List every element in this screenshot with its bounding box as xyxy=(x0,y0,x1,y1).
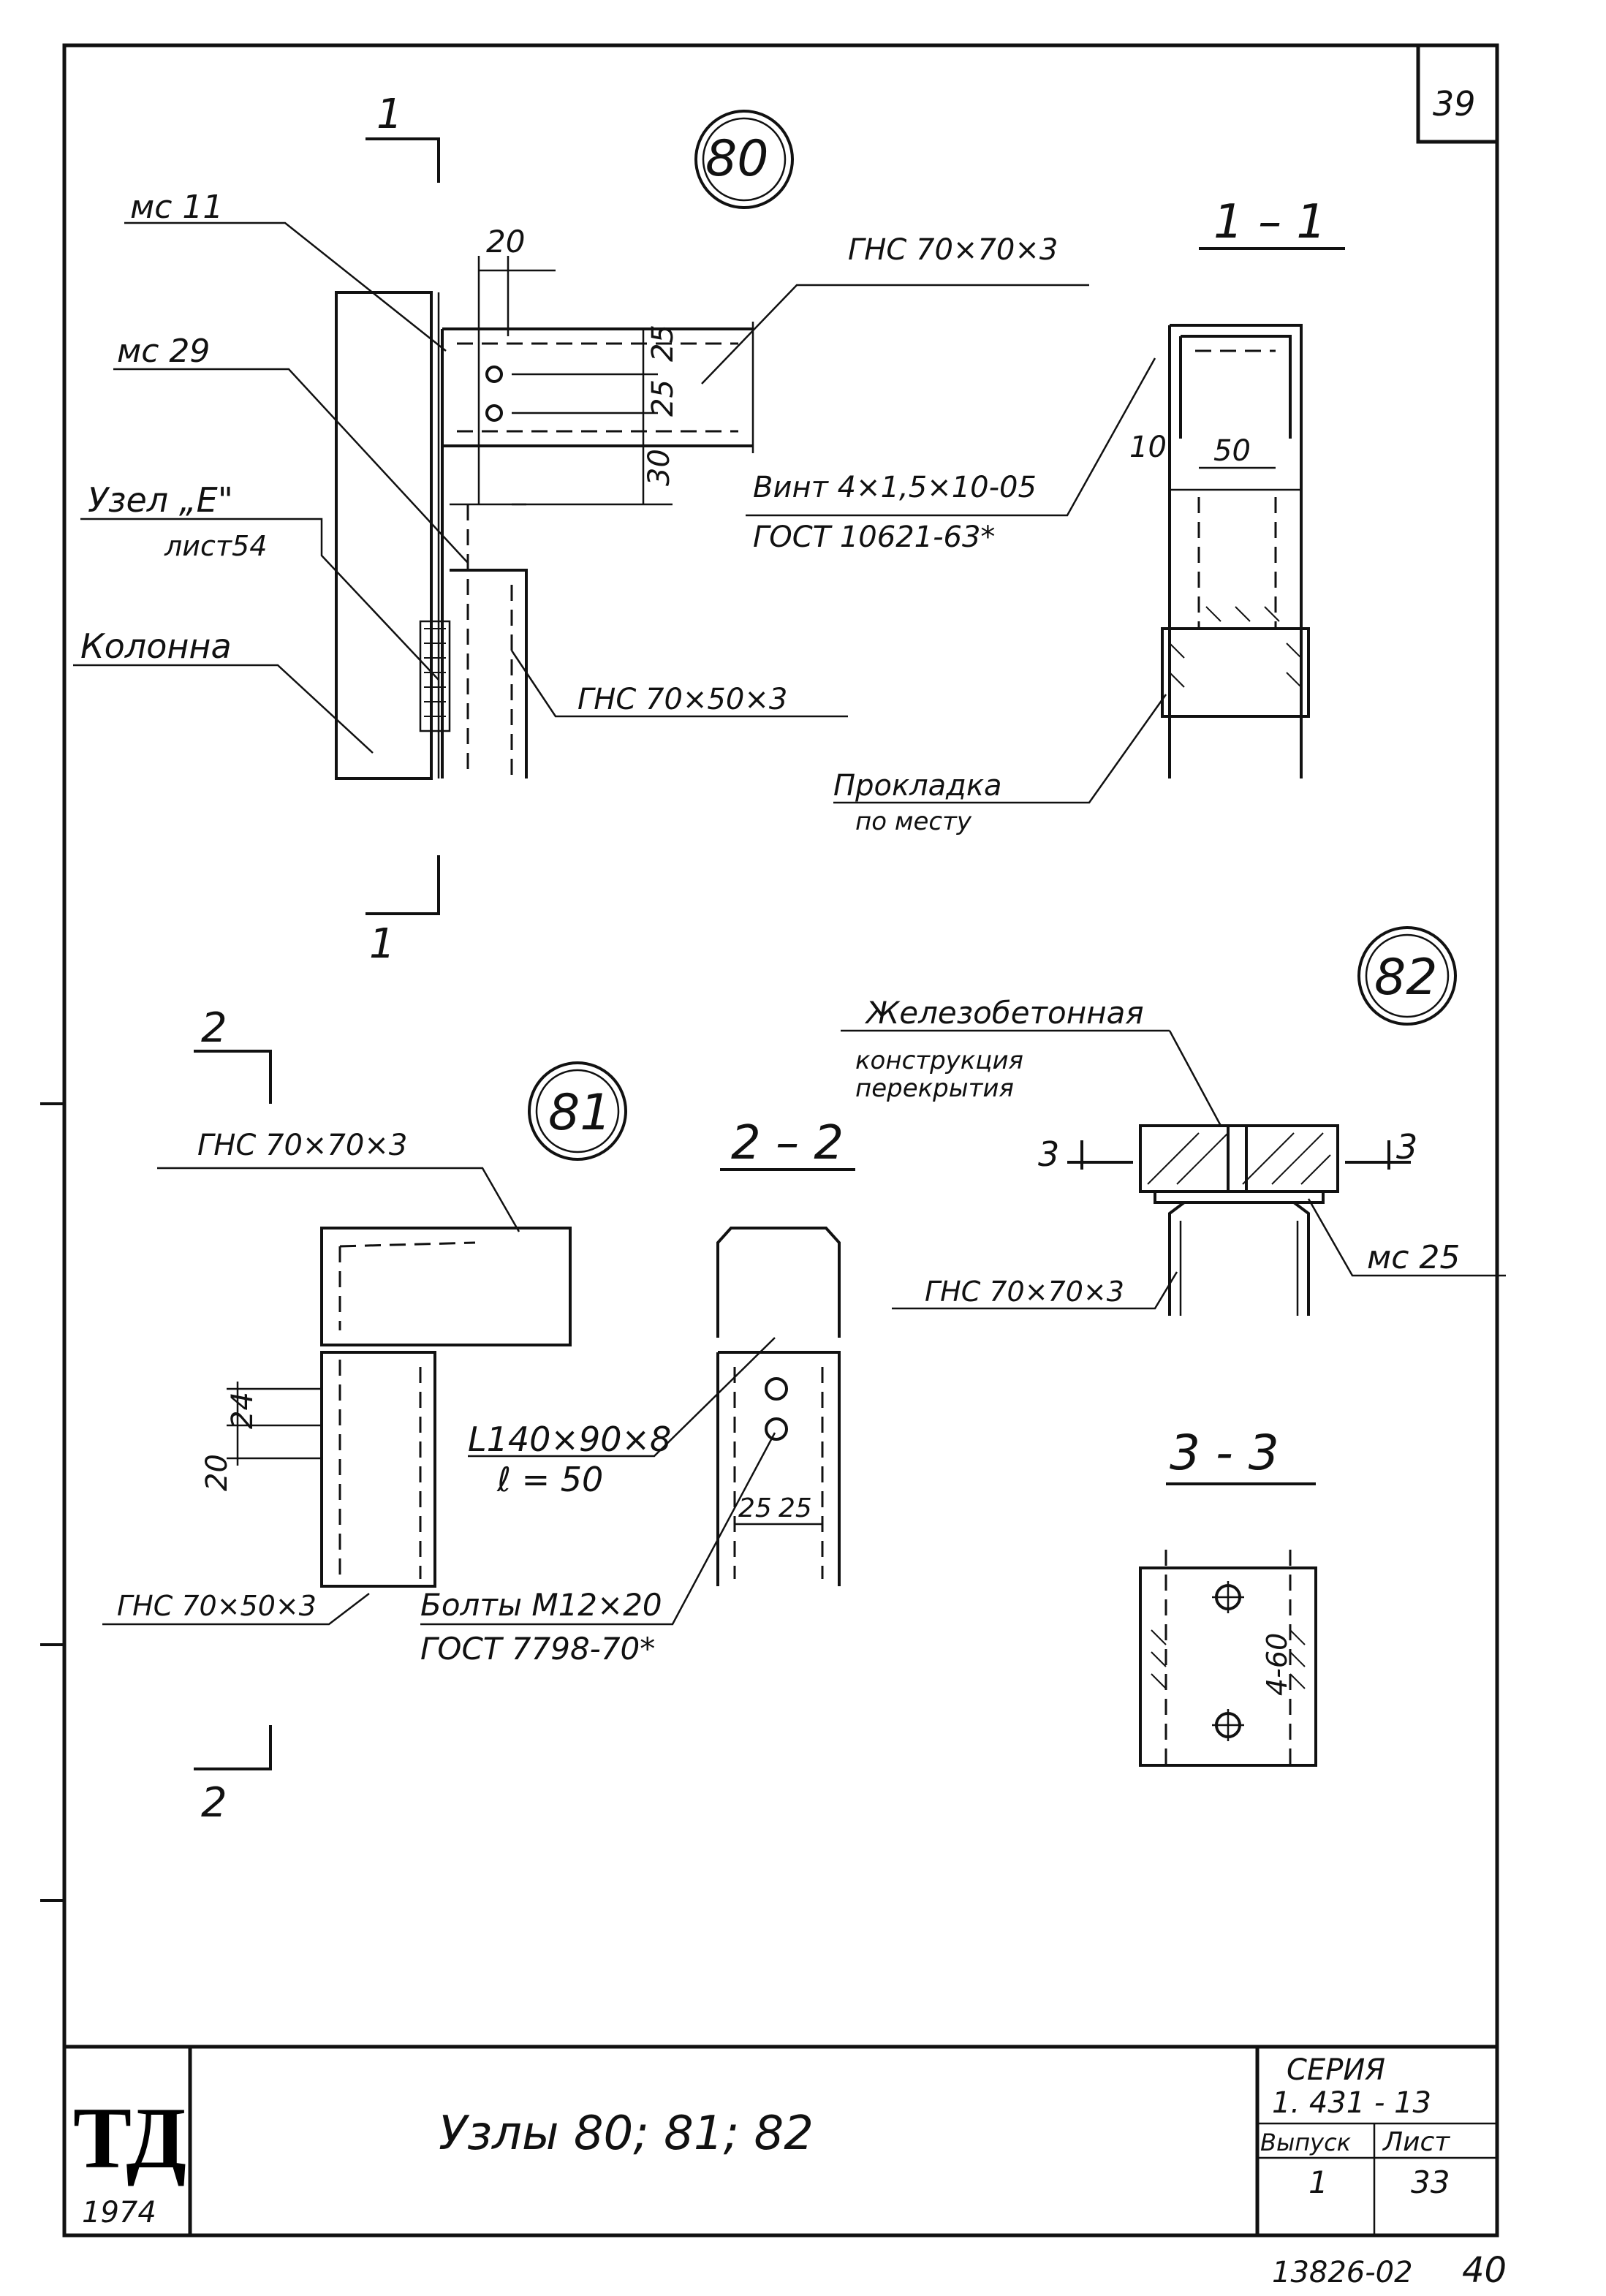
section-1-1-title: 1 – 1 xyxy=(1213,195,1326,249)
section-3-3-profile xyxy=(1139,1566,1317,1767)
drawing-title: Узлы 80; 81; 82 xyxy=(439,2107,814,2161)
sheet-value: 33 xyxy=(1411,2164,1450,2200)
issue-value: 1 xyxy=(1308,2164,1328,2200)
section-mark-2-bottom xyxy=(194,1725,272,1770)
section-mark-1-top-label: 1 xyxy=(376,91,403,138)
td-logo: ТД xyxy=(73,2089,186,2186)
section-1-1-drawing: 1 – 1 10 50 Прокладка по месту xyxy=(833,195,1345,836)
label-uzel-e: Узел „Е" xyxy=(88,480,233,520)
series-label: СЕРИЯ xyxy=(1287,2053,1385,2087)
node-82-circle xyxy=(1357,926,1457,1026)
label-zhb-line1: Железобетонная xyxy=(864,995,1144,1031)
node-80-number: 80 xyxy=(705,130,769,188)
label-angle-line1: L140×90×8 xyxy=(468,1420,671,1459)
section-mark-1-top xyxy=(365,137,440,183)
label-ghs-70x70-82: ГНС 70×70×3 xyxy=(925,1276,1124,1308)
dim-20: 20 xyxy=(486,224,525,259)
dim-4-60: 4-60 xyxy=(1261,1633,1293,1696)
dim-50: 50 xyxy=(1213,434,1251,468)
dim-25-top: 25 xyxy=(646,325,680,362)
drawing-frame xyxy=(62,43,1499,2238)
section-mark-2-bottom-label: 2 xyxy=(201,1779,227,1827)
label-mc29: мс 29 xyxy=(117,333,210,370)
section-mark-3-left: 3 xyxy=(1038,1134,1059,1174)
title-block: ТД 1974 Узлы 80; 81; 82 СЕРИЯ 1. 431 - 1… xyxy=(64,2045,1497,2235)
label-prokladka-line2: по месту xyxy=(855,807,972,836)
section-mark-1-bottom xyxy=(365,855,440,915)
dim-30: 30 xyxy=(643,449,676,486)
label-angle-line2: ℓ = 50 xyxy=(496,1460,603,1499)
label-vint-line2: ГОСТ 10621-63* xyxy=(753,520,995,554)
sheet-label: Лист xyxy=(1382,2127,1450,2157)
section-mark-2-top xyxy=(194,1050,272,1104)
archive-number: 40 xyxy=(1462,2250,1507,2291)
node-80-circle xyxy=(694,110,794,209)
section-3-3-drawing: 3 - 3 4-60 xyxy=(1139,1425,1317,1769)
label-zhb-line2: конструкция xyxy=(855,1046,1023,1075)
page-number-box xyxy=(1416,43,1499,144)
label-zhb-line3: перекрытия xyxy=(855,1074,1014,1103)
dim-25-left: 25 xyxy=(738,1493,772,1523)
label-vint-line1: Винт 4×1,5×10-05 xyxy=(753,471,1037,504)
node-81-number: 81 xyxy=(548,1084,612,1142)
label-ghs-70x70-81: ГНС 70×70×3 xyxy=(197,1129,407,1162)
node-82-number: 82 xyxy=(1374,949,1438,1007)
issue-label: Выпуск xyxy=(1260,2129,1352,2156)
dim-10: 10 xyxy=(1129,431,1167,464)
label-bolts-line1: Болты М12×20 xyxy=(420,1587,662,1623)
dim-20: 20 xyxy=(200,1454,234,1491)
node-81-drawing: 81 2 2 24 20 ГНС 70×70×3 ГНС 70×50×3 xyxy=(102,1004,627,1827)
label-prokladka-line1: Прокладка xyxy=(833,769,1002,803)
label-ghs-70x50-81: ГНС 70×50×3 xyxy=(117,1590,317,1622)
section-mark-3-right: 3 xyxy=(1396,1127,1417,1167)
page-number: 39 xyxy=(1433,84,1476,124)
archive-code: 13826-02 xyxy=(1272,2256,1413,2289)
label-ghs-70x50: ГНС 70×50×3 xyxy=(577,683,787,716)
column xyxy=(335,291,433,780)
section-2-2-title: 2 – 2 xyxy=(731,1116,844,1170)
label-bolts-line2: ГОСТ 7798-70* xyxy=(420,1631,655,1667)
label-ghs-70x70-top: ГНС 70×70×3 xyxy=(848,233,1058,267)
dim-24: 24 xyxy=(226,1392,260,1429)
node-81-circle xyxy=(528,1061,627,1161)
node-80-drawing: 80 1 1 20 25 25 30 xyxy=(73,91,1156,968)
dim-25-mid: 25 xyxy=(646,379,680,417)
year-label: 1974 xyxy=(82,2196,156,2229)
label-list54: лист54 xyxy=(164,530,267,562)
section-2-2-drawing: 2 – 2 25 25 L140×90×8 ℓ = 50 Болты М12×2… xyxy=(420,1116,855,1667)
slab xyxy=(1139,1124,1339,1193)
label-column: Колонна xyxy=(80,626,232,666)
label-mc11: мс 11 xyxy=(130,189,223,226)
label-mc25: мс 25 xyxy=(1367,1239,1460,1276)
section-mark-2-top-label: 2 xyxy=(201,1004,227,1052)
node-82-drawing: 82 Железобетонная конструкция перекрытия… xyxy=(841,926,1506,1316)
series-value: 1. 431 - 13 xyxy=(1272,2086,1431,2120)
section-3-3-title: 3 - 3 xyxy=(1170,1425,1279,1481)
section-mark-1-bottom-label: 1 xyxy=(369,920,395,968)
dim-25-right: 25 xyxy=(779,1493,812,1523)
